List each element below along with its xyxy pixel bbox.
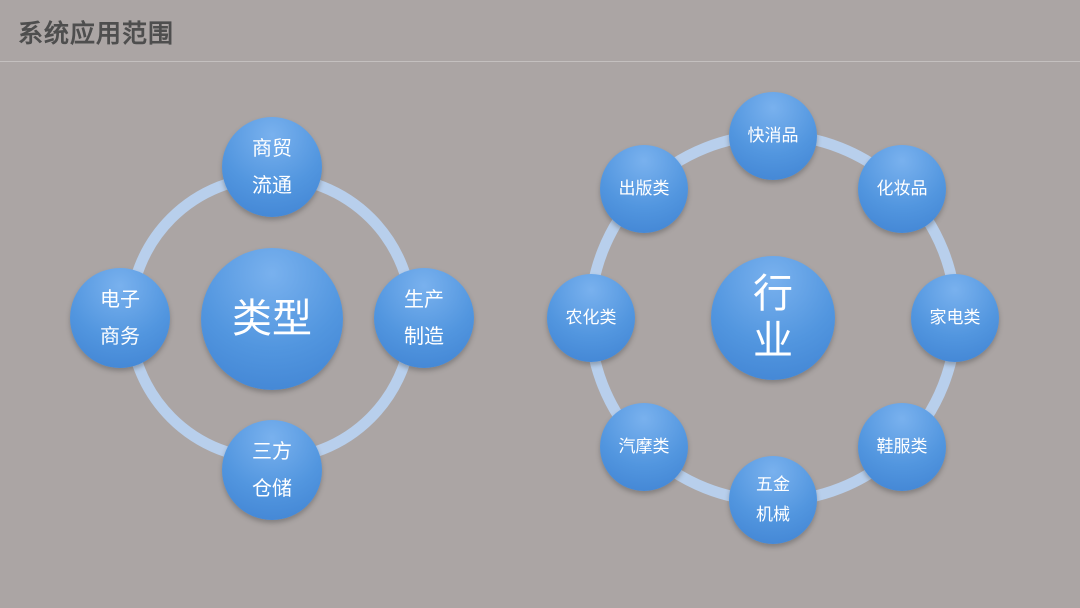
type-node-third-party-warehousing: 三方 仓储 — [222, 420, 322, 520]
industry-node-cosmetics: 化妆品 — [858, 145, 946, 233]
industry-node-agrochemical-label: 农化类 — [565, 308, 617, 328]
industry-node-publishing: 出版类 — [600, 145, 688, 233]
type-hub-node: 类型 — [201, 248, 343, 390]
industry-hub-label-line2: 业 — [753, 318, 793, 364]
industry-hub-node: 行 业 — [711, 256, 835, 380]
industry-node-home-appliances: 家电类 — [911, 274, 999, 362]
industry-node-fmcg: 快消品 — [729, 92, 817, 180]
type-node-ecommerce-line2: 商务 — [100, 324, 140, 348]
type-node-manufacturing: 生产 制造 — [374, 268, 474, 368]
industry-node-hardware-machinery-line1: 五金 — [756, 475, 790, 495]
type-node-commerce-circulation: 商贸 流通 — [222, 117, 322, 217]
type-node-manufacturing-line2: 制造 — [404, 324, 444, 348]
industry-node-home-appliances-label: 家电类 — [929, 308, 981, 328]
industry-node-agrochemical: 农化类 — [547, 274, 635, 362]
industry-node-automotive-label: 汽摩类 — [618, 437, 670, 457]
type-node-manufacturing-line1: 生产 — [404, 287, 444, 311]
type-node-commerce-circulation-line1: 商贸 — [252, 136, 292, 160]
industry-node-publishing-label: 出版类 — [618, 179, 670, 199]
industry-node-automotive: 汽摩类 — [600, 403, 688, 491]
industry-node-footwear-apparel: 鞋服类 — [858, 403, 946, 491]
type-hub-label: 类型 — [232, 296, 312, 342]
industry-node-fmcg-label: 快消品 — [747, 126, 799, 146]
industry-node-hardware-machinery: 五金 机械 — [729, 456, 817, 544]
industry-node-hardware-machinery-line2: 机械 — [756, 505, 790, 525]
type-node-ecommerce-line1: 电子 — [100, 287, 140, 311]
type-node-third-party-warehousing-line1: 三方 — [252, 439, 292, 463]
type-node-ecommerce: 电子 商务 — [70, 268, 170, 368]
title-divider — [0, 61, 1080, 62]
type-node-third-party-warehousing-line2: 仓储 — [252, 476, 292, 500]
industry-node-cosmetics-label: 化妆品 — [876, 179, 928, 199]
industry-hub-label-line1: 行 — [753, 271, 793, 317]
type-node-commerce-circulation-line2: 流通 — [252, 173, 292, 197]
slide-title: 系统应用范围 — [18, 19, 175, 48]
industry-node-footwear-apparel-label: 鞋服类 — [876, 437, 928, 457]
